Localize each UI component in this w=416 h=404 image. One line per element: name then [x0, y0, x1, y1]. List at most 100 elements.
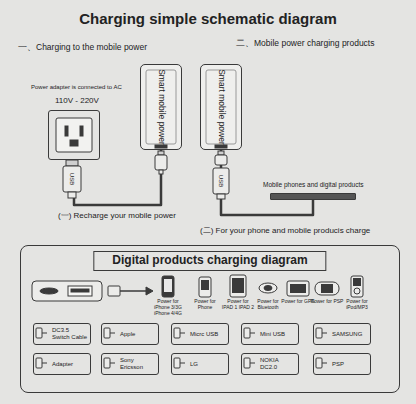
device-label: Power for iPhone 3/3G iPhone 4/4G [151, 299, 185, 316]
psp-screen [321, 284, 333, 293]
device-label: Power for Bluetooth [251, 299, 285, 311]
tip-text: Micrc USB [190, 331, 225, 338]
tip-box: Sony Ericsson [101, 353, 159, 375]
power-bank-port [155, 145, 167, 148]
bank-box: Smart mobile power [140, 64, 182, 150]
ipod-icon [351, 276, 363, 297]
band-box: Digital products charging diagramDC3.5 S… [20, 245, 400, 393]
plug-label: USB [69, 173, 76, 185]
diagram-title: Charging simple schematic diagram [0, 10, 416, 27]
caption-note: (二) For your phone and mobile producis c… [200, 226, 370, 235]
tip-text: DC3.5 Switch Cable [52, 327, 87, 341]
ipad-screen [232, 278, 244, 293]
tip-text: Mini USB [260, 331, 295, 338]
tip-icons [36, 328, 327, 368]
tip-text: PSP [332, 361, 367, 368]
tip-box: Adapter [33, 353, 91, 375]
bank-text: Smart mobile power [216, 69, 226, 145]
arrow-shaft [120, 290, 146, 292]
tip-icon-pin [180, 333, 185, 334]
socket-slot [70, 140, 78, 146]
device-label: Power for iPod/MP3 [340, 299, 374, 311]
tip-box: Mini USB [241, 323, 299, 345]
socket-face [56, 118, 92, 152]
tip-box: SAMSUNG [313, 323, 371, 345]
plug-relief [159, 170, 163, 174]
plug-relief [68, 192, 76, 198]
tip-box: DC3.5 Switch Cable [33, 323, 91, 345]
usb-plug-tip [66, 160, 78, 166]
socket-text: 110V - 220V [55, 96, 99, 105]
bluetooth-detail [264, 286, 272, 291]
tip-icon [36, 328, 42, 338]
plug-relief [217, 194, 225, 199]
charging-cable [74, 150, 161, 205]
power-bank-panel [146, 70, 176, 144]
tip-icon [244, 358, 250, 368]
tip-box: Micrc USB [171, 323, 229, 345]
tip-box: Apple [101, 323, 159, 345]
tip-icon [104, 358, 110, 368]
illustration-group [32, 65, 363, 301]
tip-text: SAMSUNG [332, 331, 367, 338]
device-label: Power for IPAD 1 IPAD 2 [221, 299, 255, 311]
plug-label: USB [218, 175, 225, 187]
arrow-head [146, 287, 153, 295]
device-label: Power for Phone [188, 299, 222, 311]
socket-slot [80, 126, 83, 136]
charger-box [32, 281, 102, 301]
tip-text: Adapter [52, 361, 87, 368]
bank-box: Smart mobile power [200, 64, 242, 150]
tip-box: LG [171, 353, 229, 375]
tip-icon [104, 328, 110, 338]
tip-text: NOKIA DC2.0 [260, 357, 295, 371]
tip-icon [174, 358, 180, 368]
bar-box: Mobile phones and digital products [270, 193, 356, 200]
tip-icon-pin [180, 363, 185, 364]
ipod-wheel [354, 288, 360, 294]
phone-screen [201, 280, 209, 290]
socket-box: Power adapter is connected to AC110V - 2… [48, 110, 100, 160]
ipod-screen [353, 278, 361, 286]
section-heading: 二、Mobile power charging products [236, 39, 374, 49]
usb-port-tongue [71, 289, 89, 292]
power-bank-body [201, 65, 241, 149]
tip-icon [174, 328, 180, 338]
ipad-icon [230, 275, 246, 297]
iphone-icon [162, 276, 174, 297]
power-bank-panel [206, 70, 236, 144]
tip-box: PSP [313, 353, 371, 375]
gps-icon [287, 281, 309, 296]
device-label: Power for PSP [310, 299, 344, 305]
round-port [40, 288, 58, 294]
tip-icon-pin [110, 333, 115, 334]
bar-text: Mobile phones and digital products [263, 181, 363, 188]
socket-text: Power adapter is connected to AC [31, 84, 122, 91]
section-heading: 一、Charging to the mobile power [18, 43, 147, 53]
tip-icon [244, 328, 250, 338]
usb-plug [63, 166, 81, 192]
phone-icon [199, 277, 211, 297]
tip-icon-pin [250, 333, 255, 334]
power-bank-port [215, 145, 227, 148]
bank-text: Smart mobile power [156, 69, 166, 145]
bluetooth-icon [259, 283, 277, 293]
band-text: Digital products charging diagram [93, 251, 326, 271]
tip-icon-pin [42, 363, 47, 364]
micro-plug [155, 155, 167, 170]
micro-plug [215, 155, 227, 165]
tip-icon [316, 358, 322, 368]
power-bank-body [141, 65, 181, 149]
device-label: Power for GPS [281, 299, 315, 305]
tip-icon [36, 358, 42, 368]
micro-plug-tip [158, 151, 164, 155]
tip-icon-pin [322, 333, 327, 334]
gps-screen [290, 284, 306, 293]
socket-slot [65, 126, 68, 136]
tip-text: Apple [120, 331, 155, 338]
tip-text: LG [190, 361, 225, 368]
tip-icon [316, 328, 322, 338]
